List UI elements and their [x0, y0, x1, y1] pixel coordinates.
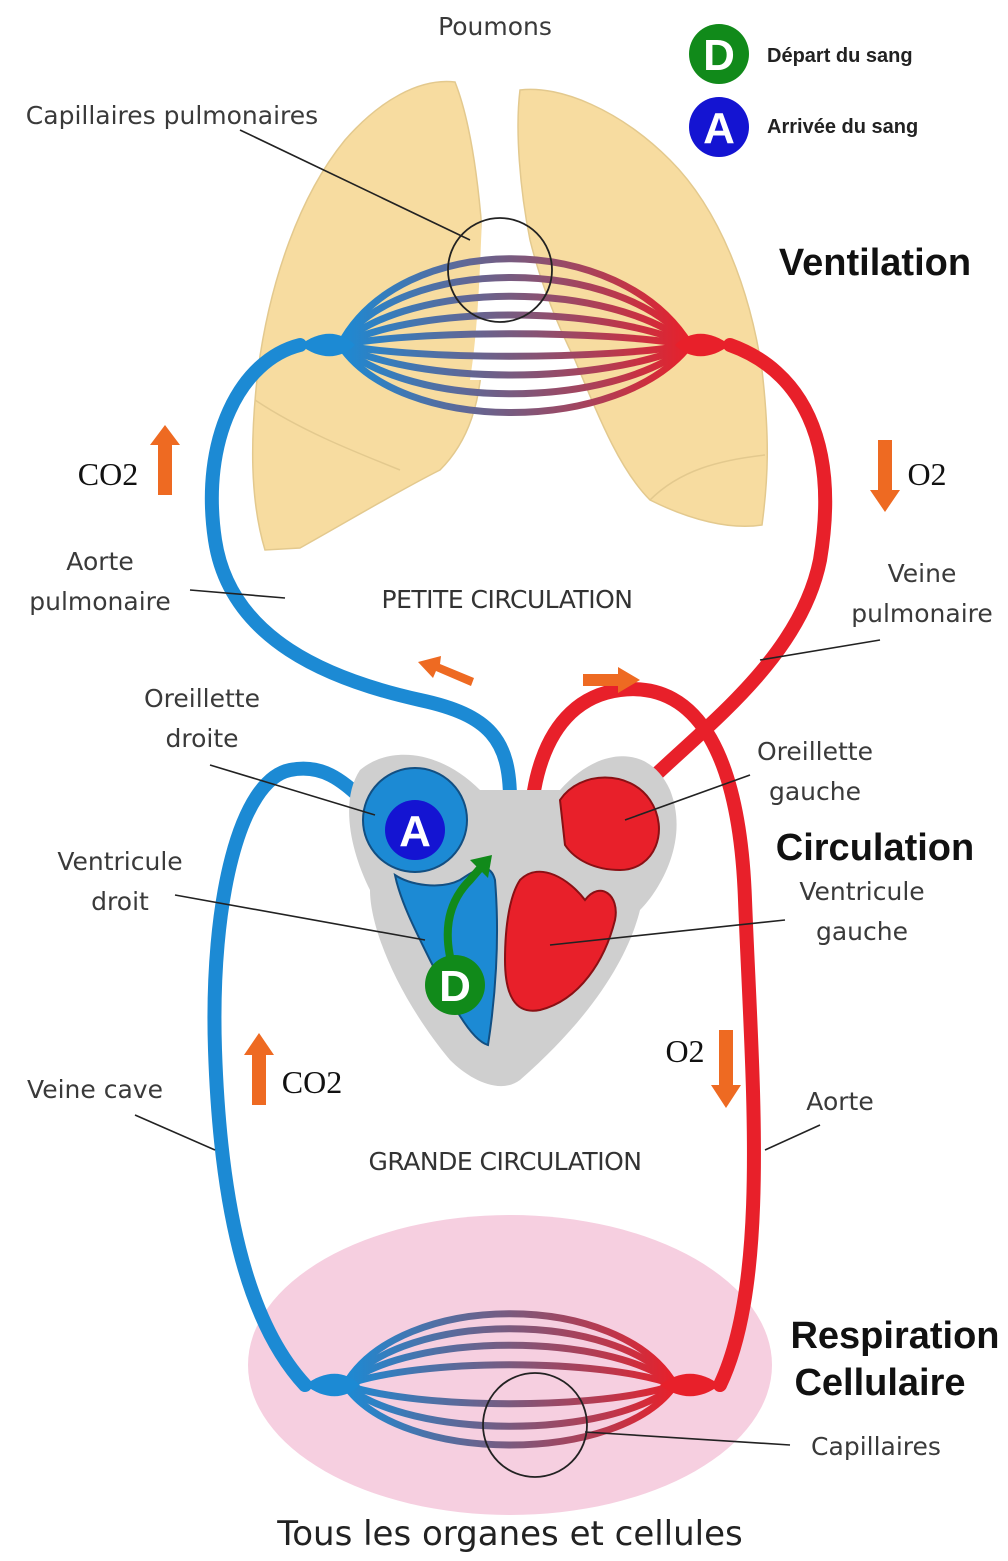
poumons-label: Poumons [438, 12, 552, 41]
svg-text:Arrivée du sang: Arrivée du sang [767, 116, 918, 138]
ventricule-droit-label-1: Ventricule [57, 847, 182, 876]
co2-top-label: CO2 [78, 456, 138, 492]
oreillette-gauche-label-1: Oreillette [757, 737, 873, 766]
depart-badge-heart: D [425, 955, 485, 1015]
o2-down-arrow-top [870, 440, 900, 512]
capillaires-pulmonaires-label: Capillaires pulmonaires [26, 101, 318, 130]
capillaires-label: Capillaires [811, 1432, 941, 1461]
oreillette-droite-label-2: droite [165, 724, 238, 753]
respiration-label-1: Respiration [790, 1315, 999, 1357]
svg-text:D: D [439, 962, 471, 1011]
respiration-label-2: Cellulaire [794, 1362, 965, 1404]
oreillette-gauche-label-2: gauche [769, 777, 861, 806]
co2-up-arrow-bottom [244, 1033, 274, 1105]
veine-pulmonaire-label-2: pulmonaire [851, 599, 993, 628]
ventricule-gauche-label-1: Ventricule [799, 877, 924, 906]
legend-depart: D Départ du sang [689, 24, 913, 84]
ventilation-label: Ventilation [779, 242, 971, 284]
aorte-label: Aorte [806, 1087, 873, 1116]
svg-text:D: D [703, 31, 735, 80]
flow-arrow-left [418, 656, 474, 686]
svg-text:A: A [399, 807, 431, 856]
petite-circulation-label: PETITE CIRCULATION [382, 585, 633, 614]
grande-circulation-label: GRANDE CIRCULATION [369, 1147, 642, 1176]
legend-arrivee: A Arrivée du sang [689, 97, 918, 157]
footer-caption: Tous les organes et cellules [276, 1514, 743, 1554]
circulation-label: Circulation [776, 827, 974, 869]
co2-up-arrow-top [150, 425, 180, 495]
o2-down-arrow-bottom [711, 1030, 741, 1108]
o2-top-label: O2 [907, 456, 946, 492]
veine-cave-label: Veine cave [27, 1075, 163, 1104]
o2-bottom-label: O2 [665, 1033, 704, 1069]
oreillette-droite-label-1: Oreillette [144, 684, 260, 713]
co2-bottom-label: CO2 [282, 1064, 342, 1100]
ventricule-droit-label-2: droit [91, 887, 149, 916]
aorte-pulmonaire-label-2: pulmonaire [29, 587, 171, 616]
svg-text:Départ du sang: Départ du sang [767, 45, 913, 67]
ventricule-gauche-label-2: gauche [816, 917, 908, 946]
heart [349, 755, 676, 1086]
arrivee-badge-heart: A [385, 800, 445, 860]
aorte-pulmonaire-label-1: Aorte [66, 547, 133, 576]
svg-text:A: A [703, 104, 735, 153]
legend: D Départ du sang A Arrivée du sang [689, 24, 918, 157]
veine-pulmonaire-label-1: Veine [888, 559, 957, 588]
